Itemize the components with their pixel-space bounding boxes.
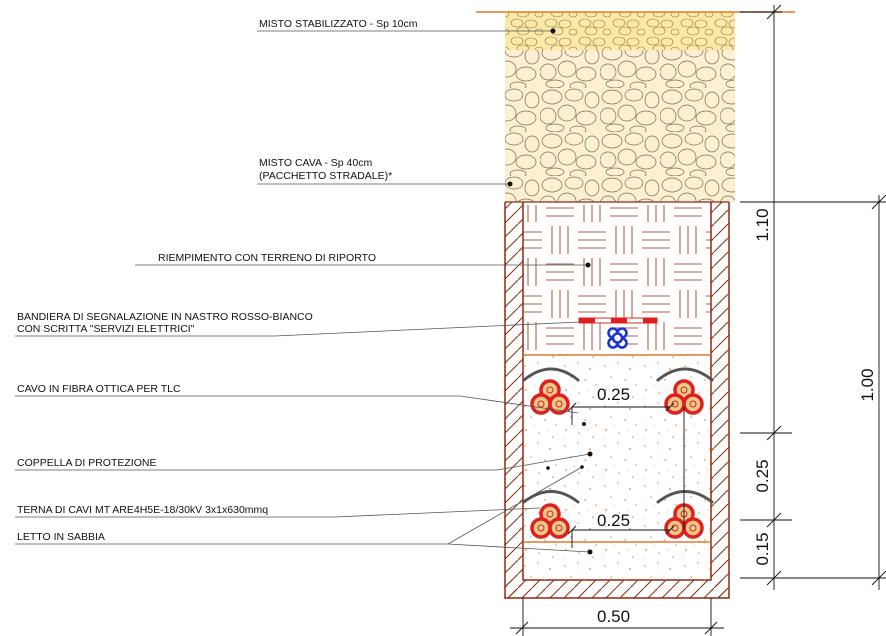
coppella-top-left [522,367,580,382]
label-letto-sabbia: LETTO IN SABBIA [17,531,105,543]
coppella-bottom-left [522,490,580,504]
vertical-dimension-chain [740,4,792,590]
trefoil-top-right [664,379,704,415]
cable-conductor [548,517,570,539]
cable-core [555,400,563,408]
cable-core [555,524,563,532]
cable-conductor [530,393,552,415]
cable-core [546,386,554,394]
label-misto-cava: MISTO CAVA - Sp 40cm [259,157,372,169]
cable-trefoils [530,379,704,539]
label-bandiera: BANDIERA DI SEGNALAZIONE IN NASTRO ROSSO… [17,311,313,323]
fiber-optic-cable [607,327,628,349]
coppella-top-right [656,367,714,382]
trench-depth-dimension [740,194,886,590]
cable-core [671,400,679,408]
cable-conductor [682,517,704,539]
cable-spacing-bottom: 0.25 [597,511,630,530]
trench-depth-label: 1.00 [858,368,877,401]
trefoil-bottom-left [530,503,570,539]
cable-conductor [548,393,570,415]
label-terna-cavi: TERNA DI CAVI MT ARE4H5E-18/30kV 3x1x630… [17,504,268,516]
cable-conductor [530,517,552,539]
trench-walls [504,201,730,599]
label-pacchetto-stradale: (PACCHETTO STRADALE)* [259,170,392,182]
cable-core [680,386,688,394]
cable-spacing-vertical-label: 0.25 [753,459,772,492]
trench-width-label: 0.50 [597,607,630,626]
interior-dimensions [567,402,685,548]
fiber-duct [611,332,624,344]
road-layers [476,11,795,202]
cable-conductor [664,393,686,415]
label-riempimento: RIEMPIMENTO CON TERRENO DI RIPORTO [158,252,376,264]
cable-spacing-top: 0.25 [597,385,630,404]
label-fibra-ottica: CAVO IN FIBRA OTTICA PER TLC [17,383,181,395]
cable-conductor [682,393,704,415]
cable-core [546,510,554,518]
label-coppella: COPPELLA DI PROTEZIONE [17,457,156,469]
cable-core [689,524,697,532]
width-dimension [510,598,724,636]
warning-tape [578,317,658,324]
cable-conductor [664,517,686,539]
label-bandiera-scritta: CON SCRITTA "SERVIZI ELETTRICI" [17,323,195,335]
cable-core [537,524,545,532]
bed-depth-label: 0.15 [753,532,772,565]
coppella-bottom-right [656,490,714,504]
cable-core [537,400,545,408]
leader-lines [15,30,591,553]
total-depth-label: 1.10 [753,208,772,241]
coppelle [522,367,714,504]
label-misto-stabilizzato: MISTO STABILIZZATO - Sp 10cm [259,18,418,30]
cable-core [689,400,697,408]
